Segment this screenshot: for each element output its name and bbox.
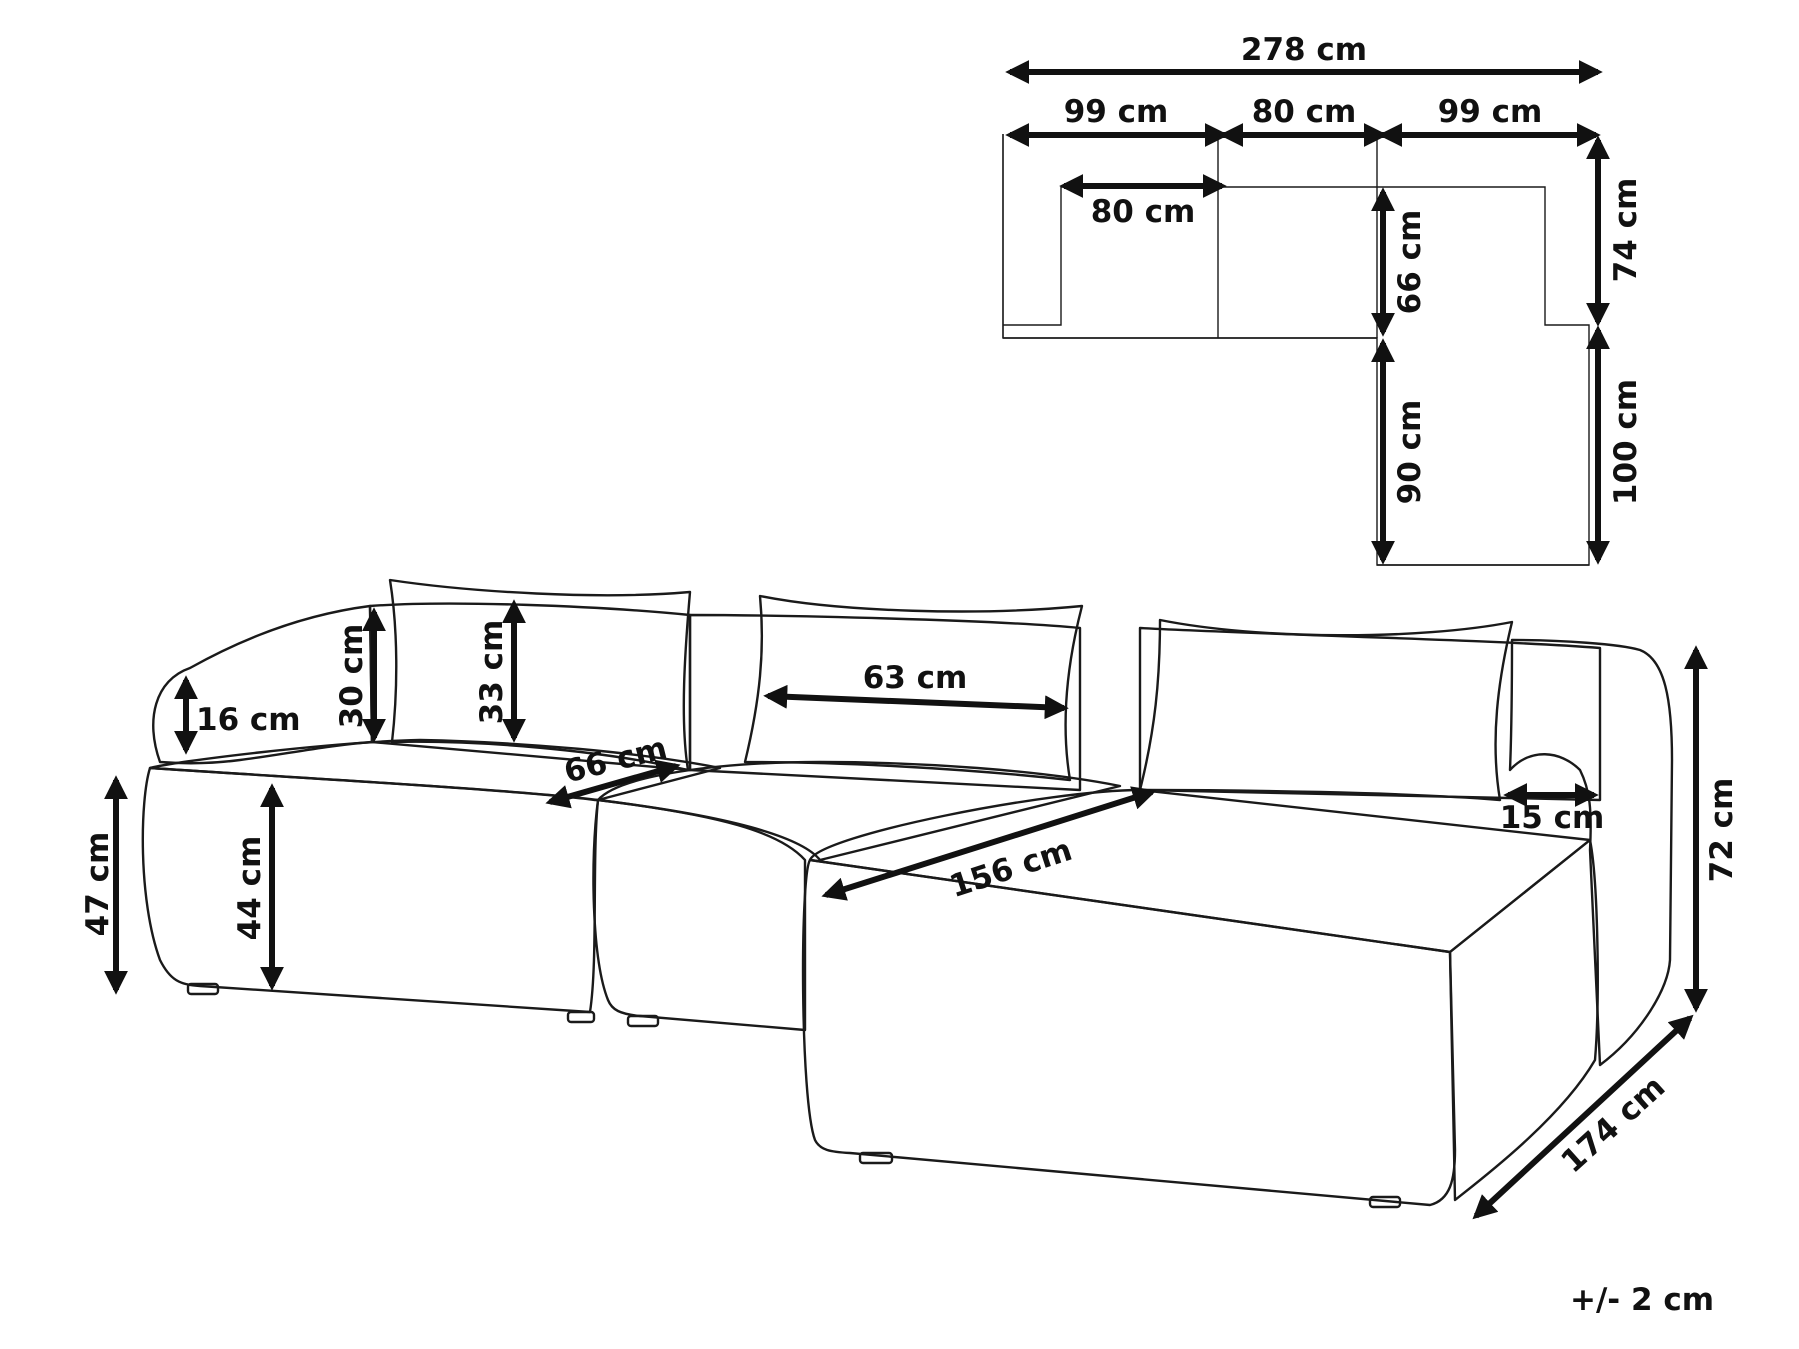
foot <box>186 982 220 996</box>
foot <box>626 1014 660 1028</box>
right-pillow <box>1138 618 1514 802</box>
elevation-dimensions: 16 cm 30 cm 33 cm 63 cm 66 cm 47 cm 44 c… <box>80 599 1740 1220</box>
foot <box>566 1010 596 1024</box>
chaise-front <box>801 858 1457 1207</box>
dim-arrow-pillow-width <box>763 684 1069 720</box>
label-chaise-length: 156 cm <box>945 832 1076 905</box>
label-total-width: 278 cm <box>1241 32 1367 68</box>
right-back-cushion <box>1138 626 1602 802</box>
label-middle-seat-width: 80 cm <box>1252 94 1357 130</box>
label-back-cushion-height: 30 cm <box>334 624 370 729</box>
dim-arrow-seat-depth <box>545 759 681 809</box>
plan-view: 278 cm 99 cm 80 cm 99 cm 80 cm 74 cm 66 … <box>1002 32 1644 566</box>
label-armrest-height: 16 cm <box>196 702 301 738</box>
label-pillow-width: 63 cm <box>863 660 968 696</box>
foot <box>1368 1195 1402 1209</box>
dim-arrow-chaise-length <box>821 786 1157 901</box>
label-total-height: 72 cm <box>1704 778 1740 883</box>
label-back-depth: 74 cm <box>1608 178 1644 283</box>
label-right-arm-width: 15 cm <box>1500 800 1605 836</box>
middle-pillow <box>743 594 1084 782</box>
label-pillow-height: 33 cm <box>474 620 510 725</box>
label-left-inner-width: 80 cm <box>1091 194 1196 230</box>
label-seat-depth: 66 cm <box>1392 210 1428 315</box>
dim-arrow-chaise-depth <box>1472 1014 1694 1220</box>
label-chaise-inner-length: 90 cm <box>1392 400 1428 505</box>
label-chaise-outer-length: 100 cm <box>1608 379 1644 505</box>
label-right-seat-width: 99 cm <box>1438 94 1543 130</box>
label-left-seat-width: 99 cm <box>1064 94 1169 130</box>
foot <box>858 1151 894 1165</box>
label-seat-height: 44 cm <box>232 836 268 941</box>
middle-seat-top <box>596 760 1122 862</box>
sofa-drawing <box>141 578 1674 1209</box>
left-seat-module <box>141 766 600 1014</box>
chaise-top <box>808 788 1592 954</box>
left-armrest <box>152 604 374 765</box>
left-seat-top <box>148 738 722 802</box>
label-overall-seat-height: 47 cm <box>80 832 116 937</box>
tolerance-note: +/- 2 cm <box>1570 1282 1714 1318</box>
